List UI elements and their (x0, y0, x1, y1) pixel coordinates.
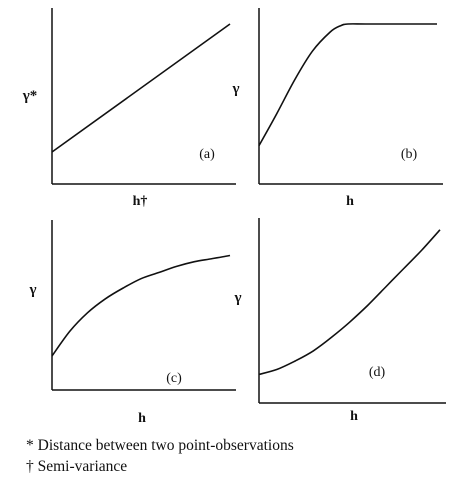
panel-label-d: (d) (369, 365, 386, 380)
x-axis-label-c: h (138, 411, 146, 426)
series-line-c (51, 254, 231, 357)
footnote-distance: * Distance between two point-observation… (26, 437, 294, 454)
y-axis-label-b: γ (231, 81, 239, 97)
series-line-d (258, 229, 441, 376)
y-axis-label-d: γ (233, 290, 241, 306)
footnote-semivariance: † Semi-variance (26, 458, 128, 475)
panel-label-a: (a) (199, 147, 215, 162)
series-line-a (51, 23, 231, 153)
panel-a: γ* h† (a) (22, 8, 236, 209)
x-axis-label-a: h† (133, 194, 148, 209)
panel-label-c: (c) (166, 371, 182, 386)
x-axis-label-d: h (350, 409, 358, 424)
x-axis-label-b: h (346, 194, 354, 209)
panel-label-b: (b) (401, 147, 418, 162)
y-axis-label-c: γ (28, 282, 36, 298)
panel-d: γ h (d) (233, 218, 446, 424)
panel-c: γ h (c) (28, 220, 236, 426)
panel-b: γ h (b) (231, 8, 443, 209)
series-line-b (258, 23, 437, 146)
y-axis-label-a: γ* (22, 88, 38, 104)
